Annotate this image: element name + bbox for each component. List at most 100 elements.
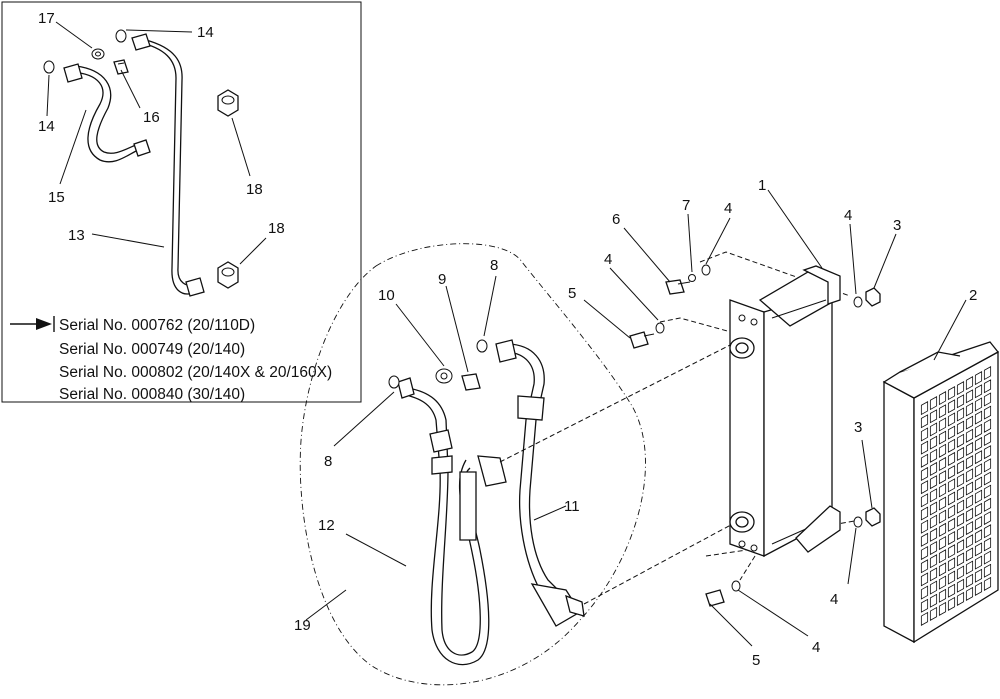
- grille-hole: [947, 386, 956, 401]
- label-14-left: 14: [38, 118, 55, 135]
- grille-hole: [974, 555, 983, 570]
- grille-hole: [929, 396, 938, 411]
- grille-hole: [956, 539, 965, 554]
- bolt-5-bottom: [705, 589, 725, 607]
- label-18-bottom: 18: [268, 220, 285, 237]
- hose-12: [397, 377, 507, 666]
- grille-holes: [920, 366, 992, 626]
- grille-hole: [920, 506, 929, 521]
- label-19: 19: [294, 617, 311, 634]
- grille-hole: [956, 407, 965, 422]
- grille-hole: [974, 502, 983, 517]
- grille-hole: [983, 484, 992, 499]
- nut-3-top: [865, 287, 881, 307]
- washer-4-c: [853, 296, 863, 308]
- grille-hole: [983, 405, 992, 420]
- grille-hole: [956, 512, 965, 527]
- label-11: 11: [564, 498, 580, 515]
- grille-hole: [974, 476, 983, 491]
- bolt-5-top: [629, 331, 655, 349]
- grille-hole: [974, 450, 983, 465]
- grille-hole: [929, 435, 938, 450]
- grille-hole: [956, 473, 965, 488]
- grille-hole: [929, 514, 938, 529]
- grille-hole: [947, 544, 956, 559]
- grille-hole: [938, 588, 947, 603]
- grille-hole: [920, 453, 929, 468]
- grille-hole: [929, 606, 938, 621]
- grille-hole: [938, 601, 947, 616]
- grille-hole: [983, 445, 992, 460]
- grille-hole: [920, 598, 929, 613]
- bolt-6: [665, 279, 691, 295]
- grille-hole: [974, 436, 983, 452]
- grille-hole: [956, 394, 965, 409]
- grille-hole: [974, 581, 983, 596]
- grille-hole: [974, 397, 983, 412]
- tube-15: [63, 63, 151, 163]
- screw-16: [113, 59, 129, 75]
- grille-hole: [938, 470, 947, 485]
- o-ring-14-left: [43, 60, 55, 74]
- grille-hole: [920, 493, 929, 508]
- grille-hole: [920, 519, 929, 534]
- grille-hole: [920, 545, 929, 561]
- nut-3-bottom: [865, 507, 881, 527]
- grille-hole: [956, 433, 965, 448]
- serial-line-2: Serial No. 000749 (20/140): [59, 341, 245, 358]
- label-12: 12: [318, 517, 335, 534]
- grille-hole: [983, 458, 992, 473]
- grille-hole: [929, 593, 938, 608]
- grille-hole: [965, 455, 974, 470]
- grille-hole: [983, 431, 992, 447]
- grille-hole: [974, 529, 983, 544]
- grille-hole: [956, 381, 965, 396]
- grille-hole: [974, 423, 983, 438]
- grille-hole: [947, 465, 956, 480]
- grille-hole: [938, 443, 947, 458]
- grille-hole: [983, 510, 992, 526]
- grille-hole: [965, 507, 974, 522]
- label-1: 1: [758, 177, 766, 194]
- grille-hole: [947, 478, 956, 493]
- grille-hole: [983, 537, 992, 552]
- grille-hole: [947, 570, 956, 585]
- grille-hole: [947, 438, 956, 453]
- grille-hole: [983, 524, 992, 539]
- washer-4-a: [701, 264, 711, 276]
- label-8-right: 8: [490, 257, 498, 274]
- serial-line-4: Serial No. 000840 (30/140): [59, 386, 245, 403]
- grille-hole: [920, 440, 929, 455]
- grille-hole: [920, 427, 929, 442]
- grille-hole: [965, 468, 974, 483]
- label-18-top: 18: [246, 181, 263, 198]
- grille-hole: [974, 384, 983, 399]
- grille-hole: [974, 515, 983, 531]
- grille-hole: [920, 414, 929, 429]
- spring-washer-7: [688, 274, 696, 282]
- grille-hole: [929, 527, 938, 542]
- grille-hole: [929, 475, 938, 490]
- grille-hole: [965, 560, 974, 575]
- grille-hole: [947, 583, 956, 598]
- label-6: 6: [612, 211, 620, 228]
- label-2: 2: [969, 287, 977, 304]
- grille-hole: [983, 563, 992, 578]
- serial-line-3: Serial No. 000802 (20/140X & 20/160X): [59, 364, 332, 381]
- grille-hole: [938, 417, 947, 432]
- grille-hole: [983, 366, 992, 381]
- grille-hole: [938, 575, 947, 590]
- grille-hole: [974, 463, 983, 478]
- label-5-top: 5: [568, 285, 576, 302]
- grille-hole: [974, 568, 983, 583]
- grille-hole: [938, 549, 947, 564]
- grille-hole: [938, 483, 947, 498]
- label-17: 17: [38, 10, 55, 27]
- grille-hole: [956, 565, 965, 580]
- grille-hole: [965, 547, 974, 562]
- grille-hole: [938, 535, 947, 551]
- grille-hole: [965, 534, 974, 549]
- tube-13: [131, 33, 205, 297]
